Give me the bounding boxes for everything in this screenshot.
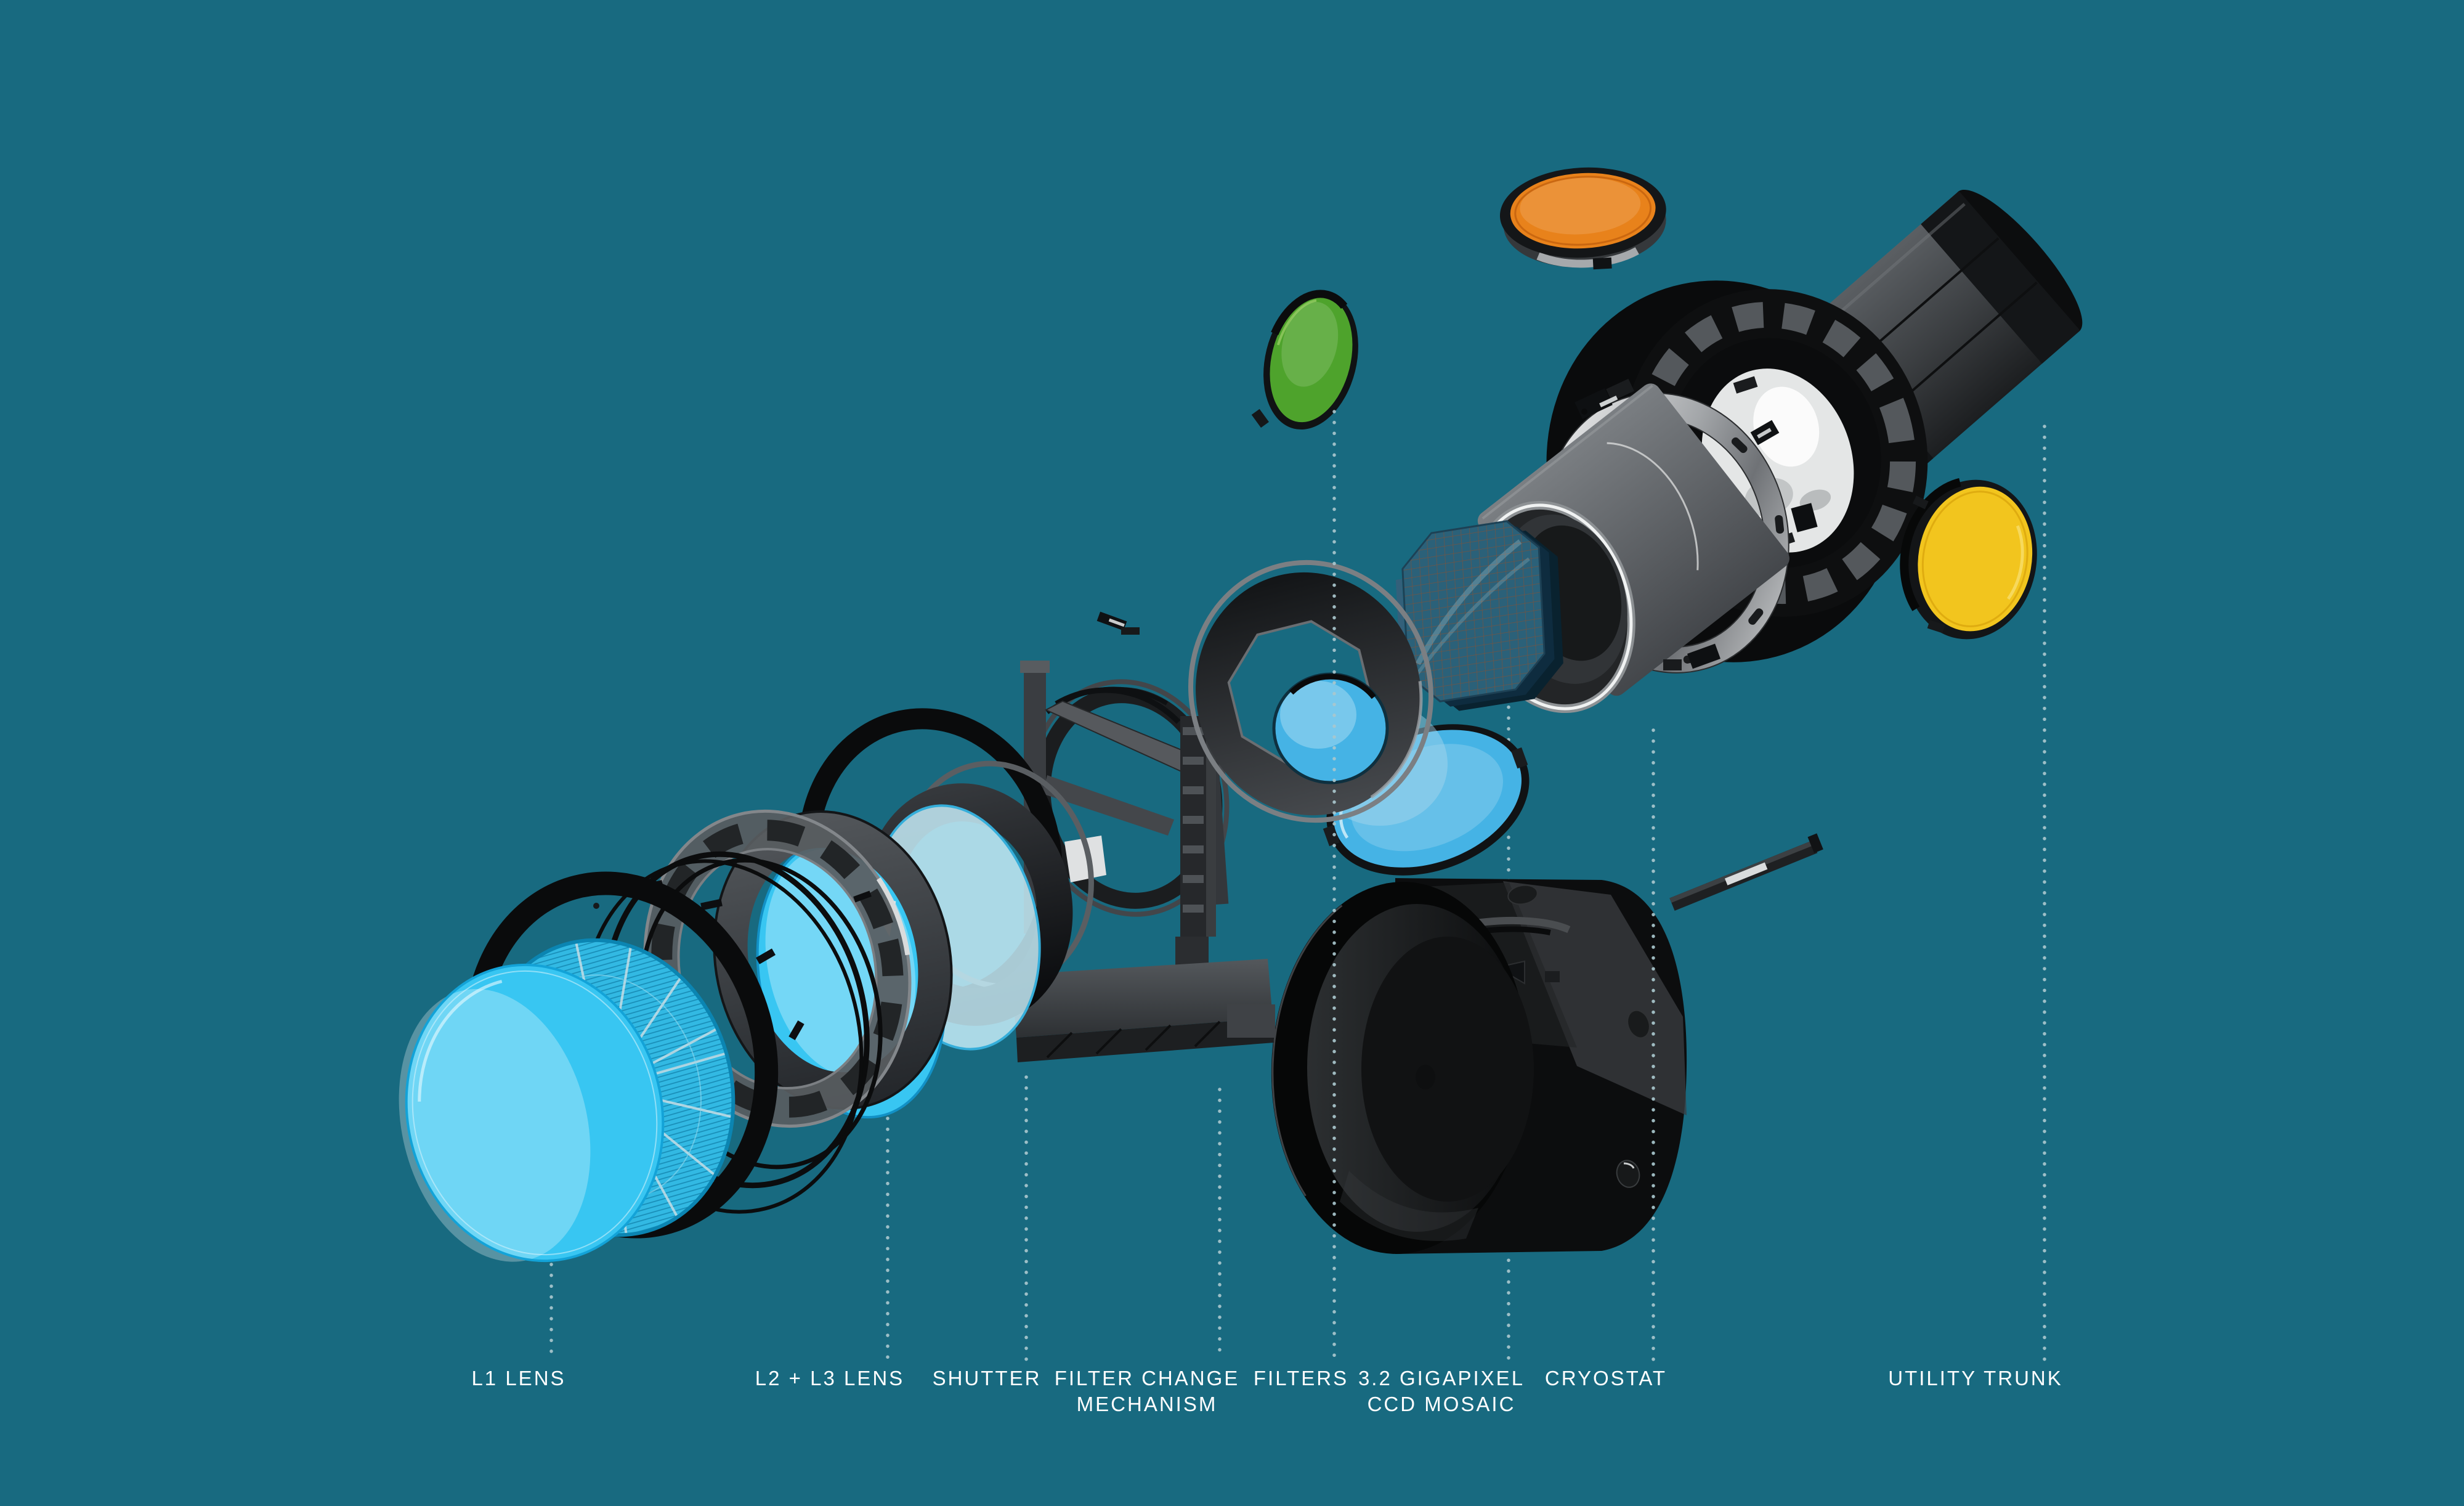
label-ccd-mosaic-line2: CCD MOSAIC [1368, 1393, 1516, 1415]
label-l1-lens: L1 LENS [471, 1367, 565, 1390]
orange-filter [1499, 167, 1666, 270]
green-filter [1251, 290, 1360, 431]
mechanism-ladder-column [1180, 716, 1206, 938]
leader-lines [549, 410, 2046, 1361]
cryostat-seam [1539, 442, 1699, 650]
label-filters: FILTERS [1254, 1367, 1348, 1390]
label-ccd-mosaic-line1: 3.2 GIGAPIXEL [1358, 1367, 1525, 1390]
label-utility-trunk: UTILITY TRUNK [1888, 1367, 2063, 1390]
label-cryostat: CRYOSTAT [1545, 1367, 1667, 1390]
l1-lens-assembly [399, 871, 779, 1263]
label-shutter: SHUTTER [933, 1367, 1042, 1390]
yellow-filter [1900, 476, 2038, 642]
label-l2-l3-lens: L2 + L3 LENS [755, 1367, 904, 1390]
mechanism-base-rail [1011, 959, 1273, 1038]
blue-dome-lens [1272, 672, 1389, 784]
label-filter-change-mechanism-line2: MECHANISM [1077, 1393, 1218, 1415]
flange-teeth-ring [1634, 301, 1916, 604]
label-filter-change-mechanism-line1: FILTER CHANGE [1055, 1367, 1240, 1390]
labels: L1 LENS L2 + L3 LENS SHUTTER FILTER CHAN… [471, 1367, 2063, 1415]
filter-blade-edge [1669, 833, 1823, 911]
filter-carousel [1188, 560, 1530, 876]
camera-housing-barrel [1271, 878, 1687, 1254]
l1-front-lens [399, 963, 665, 1263]
